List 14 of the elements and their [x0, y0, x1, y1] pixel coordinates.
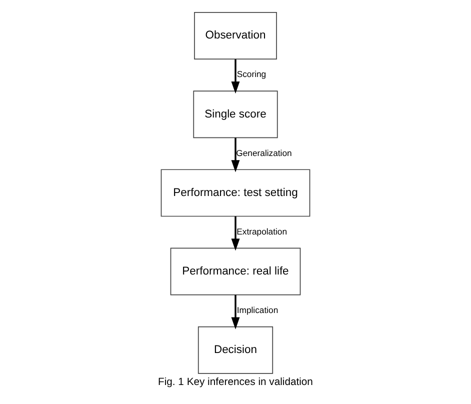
arrow [231, 59, 240, 94]
arrow [231, 216, 240, 251]
node-box: Decision [198, 326, 274, 374]
node-box: Performance: real life [170, 248, 301, 296]
caption: Fig. 1 Key inferences in validation [158, 377, 313, 388]
arrow [231, 138, 240, 172]
node-box: Single score [193, 90, 278, 138]
edge-label: Extrapolation [236, 226, 288, 236]
edge-label: Generalization [236, 148, 292, 158]
node-box: Performance: test setting [160, 169, 310, 217]
node-box: Observation [194, 12, 277, 60]
arrow [231, 295, 240, 330]
edge-label: Scoring [236, 69, 266, 80]
edge-label: Implication [236, 304, 278, 315]
